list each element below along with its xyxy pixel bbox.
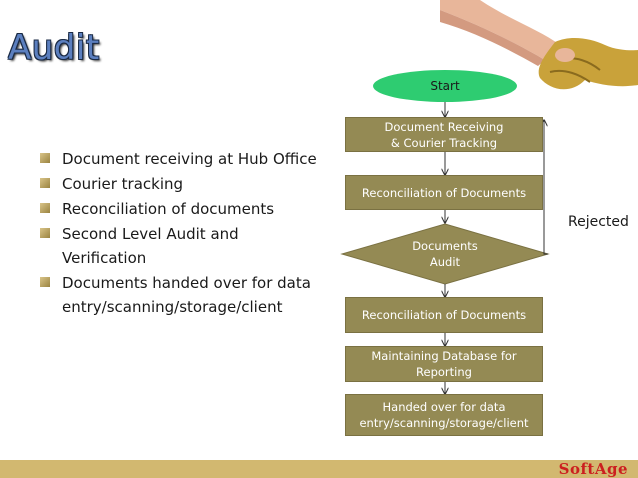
- bullet-square-icon: [40, 203, 50, 213]
- flow-step-reconciliation-2: Reconciliation of Documents: [345, 297, 543, 333]
- bullet-item: Courier tracking: [40, 172, 320, 196]
- flow-decision-label: Documents Audit: [412, 239, 478, 269]
- bullet-square-icon: [40, 228, 50, 238]
- brand-logo: SoftAge: [558, 460, 628, 478]
- footer-bar: [0, 460, 638, 478]
- flow-start-node: Start: [373, 70, 517, 102]
- rejected-loop-connector: [544, 120, 548, 255]
- bullet-square-icon: [40, 153, 50, 163]
- page-title: Audit: [8, 28, 100, 68]
- rejected-label: Rejected: [568, 214, 629, 230]
- flow-step-document-receiving: Document Receiving & Courier Tracking: [345, 117, 543, 152]
- bullet-item: Reconciliation of documents: [40, 197, 320, 221]
- bullet-item: Document receiving at Hub Office: [40, 147, 320, 171]
- flow-step-reconciliation-1: Reconciliation of Documents: [345, 175, 543, 210]
- flow-step-maintaining-database: Maintaining Database for Reporting: [345, 346, 543, 382]
- bullet-square-icon: [40, 178, 50, 188]
- bullet-item: Documents handed over for data entry/sca…: [40, 271, 320, 319]
- bullet-list: Document receiving at Hub Office Courier…: [40, 147, 320, 320]
- flow-step-handed-over: Handed over for data entry/scanning/stor…: [345, 394, 543, 436]
- bullet-square-icon: [40, 277, 50, 287]
- handshake-image: [440, 0, 638, 90]
- bullet-item: Second Level Audit and Verification: [40, 222, 320, 270]
